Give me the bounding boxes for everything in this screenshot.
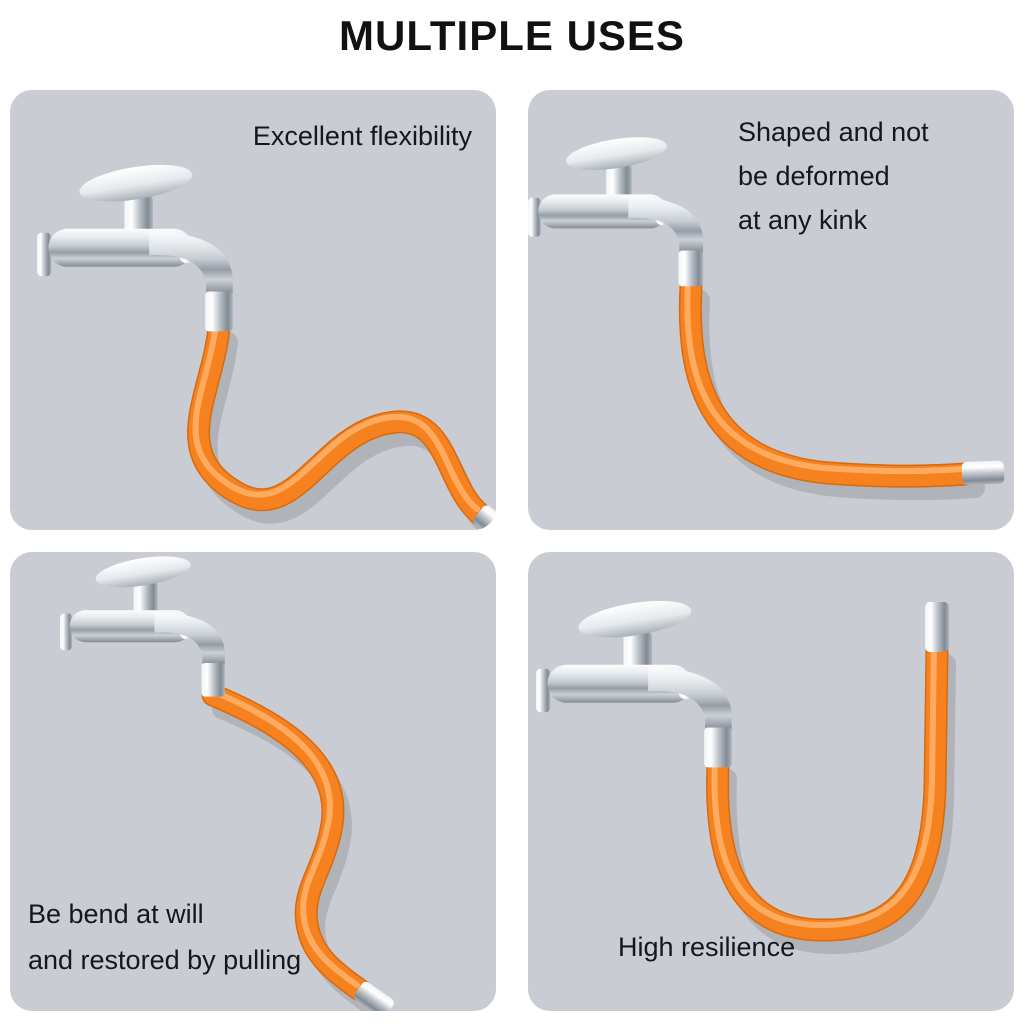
caption-bend-at-will: Be bend at will and restored by pulling [28, 891, 301, 983]
hose-tip [925, 602, 949, 652]
hose-illustration-shaped [528, 131, 1005, 501]
hose-illustration-resilience [536, 594, 956, 955]
panel-shaped-not-deformed: Shaped and not be deformed at any kink [528, 90, 1014, 530]
panel-high-resilience: High resilience [528, 552, 1014, 1011]
caption-line: be deformed [738, 161, 890, 191]
hose-highlight [192, 320, 480, 512]
hose-illustration-bend [60, 552, 394, 1011]
hose-tip [354, 981, 394, 1011]
page-title: MULTIPLE USES [339, 12, 685, 59]
caption-line: Excellent flexibility [252, 121, 472, 151]
caption-line: and restored by pulling [28, 945, 302, 975]
faucet-icon [37, 158, 233, 332]
hose-highlight [207, 687, 360, 988]
faucet-icon [528, 131, 704, 287]
panels-grid: Excellent flexibility Shaped and not be … [10, 90, 1014, 1011]
panel-bend-at-will: Be bend at will and restored by pulling [10, 552, 496, 1011]
caption-line: Shaped and not [738, 117, 929, 147]
caption-shaped-not-deformed: Shaped and not be deformed at any kink [738, 110, 929, 242]
hose-shadow [689, 290, 985, 501]
hose-illustration-flexibility [37, 158, 496, 530]
hose-path [680, 276, 976, 487]
caption-line: High resilience [618, 932, 796, 962]
caption-high-resilience: High resilience [618, 925, 795, 969]
hose-tip [473, 505, 496, 530]
panel-excellent-flexibility: Excellent flexibility [10, 90, 496, 530]
faucet-icon [536, 594, 732, 768]
caption-line: Be bend at will [28, 899, 204, 929]
hose-tip [961, 460, 1005, 485]
hose-highlight [711, 642, 937, 929]
caption-excellent-flexibility: Excellent flexibility [253, 114, 472, 158]
caption-line: at any kink [738, 205, 868, 235]
faucet-icon [60, 552, 225, 697]
hose-path [188, 318, 490, 524]
hose-highlight [684, 278, 966, 475]
